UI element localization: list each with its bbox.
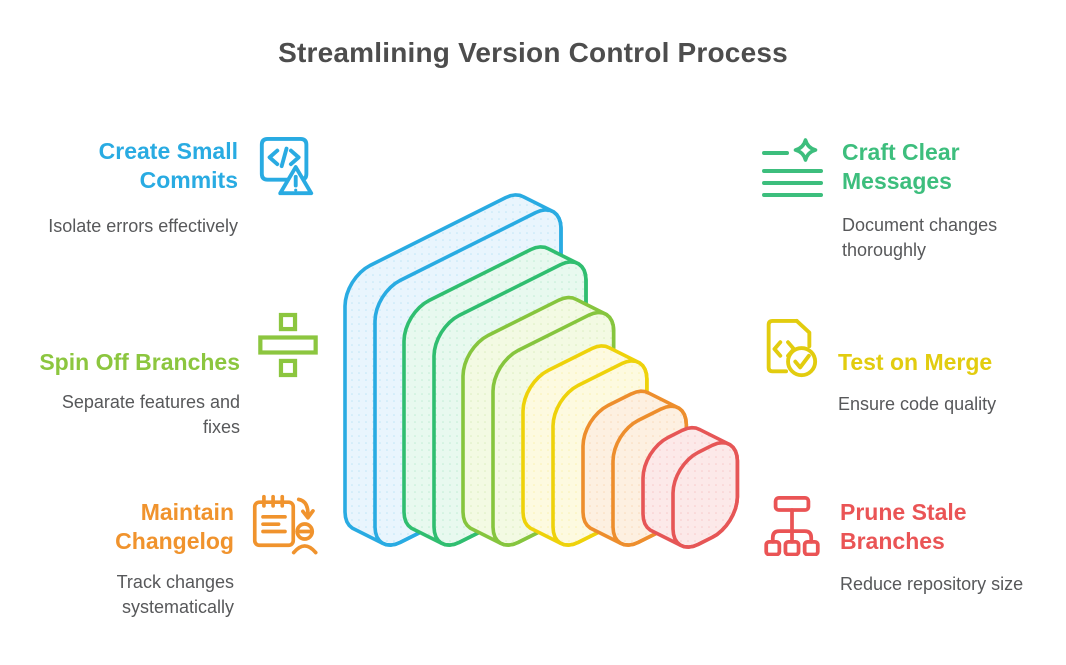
item-heading: Test on Merge [838,349,993,375]
item-text: Maintain Changelog Track changes systema… [115,492,234,620]
item-row: Prune Stale Branches Reduce repository s… [762,492,1062,597]
doc-check-icon [758,316,820,382]
item-subtitle: Isolate errors effectively [48,216,238,236]
item-row: Test on Merge Ensure code quality [758,312,1062,417]
item-maintain-changelog: Maintain Changelog Track changes systema… [8,492,318,620]
item-row: Spin Off Branches Separate features and … [8,312,318,440]
changelog-person-icon [252,492,318,560]
item-create-small-commits: Create Small Commits Isolate errors effe… [8,131,318,239]
item-subtitle: Ensure code quality [838,394,997,414]
item-subtitle: Document changes thoroughly [842,215,998,260]
item-heading: Maintain Changelog [115,499,234,554]
org-tree-icon [762,494,822,556]
item-text: Spin Off Branches Separate features and … [39,312,240,440]
slab-6-front-outline [671,440,740,549]
item-subtitle: Separate features and fixes [61,392,240,437]
item-text: Prune Stale Branches Reduce repository s… [840,492,1023,597]
cascade-figure [343,193,740,549]
item-row: Maintain Changelog Track changes systema… [8,492,318,620]
item-text: Test on Merge Ensure code quality [838,312,996,417]
item-row: Create Small Commits Isolate errors effe… [8,131,318,239]
item-subtitle: Track changes systematically [116,572,234,617]
item-row: Craft Clear Messages Document changes th… [762,132,1062,263]
page-title: Streamlining Version Control Process [278,37,788,68]
code-alert-icon [256,131,318,207]
item-heading: Prune Stale Branches [840,499,967,554]
item-spin-off-branches: Spin Off Branches Separate features and … [8,312,318,440]
item-heading: Craft Clear Messages [842,139,960,194]
sparkle-lines-icon [762,138,824,200]
item-prune-stale-branches: Prune Stale Branches Reduce repository s… [762,492,1062,597]
item-test-on-merge: Test on Merge Ensure code quality [758,312,1062,417]
division-icon [258,312,318,378]
item-heading: Create Small Commits [98,138,238,193]
slab-6-front-texture [673,442,738,548]
item-subtitle: Reduce repository size [840,574,1024,594]
item-heading: Spin Off Branches [39,349,240,375]
item-text: Create Small Commits Isolate errors effe… [48,131,238,239]
item-craft-clear-messages: Craft Clear Messages Document changes th… [762,132,1062,263]
item-text: Craft Clear Messages Document changes th… [842,132,997,263]
